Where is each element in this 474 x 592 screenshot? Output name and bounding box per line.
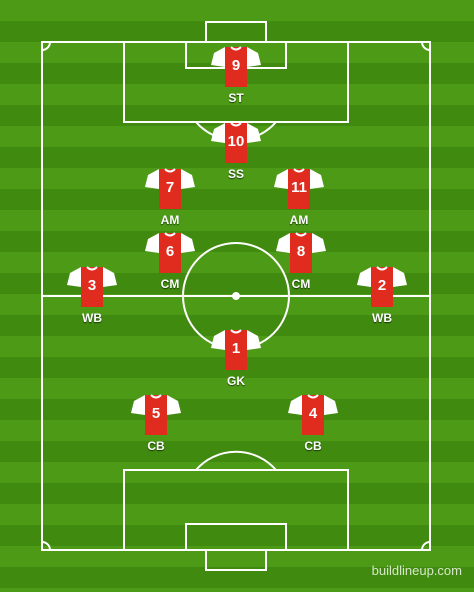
jersey-icon: 10 xyxy=(211,121,261,165)
player-position: ST xyxy=(228,91,244,105)
jersey-icon: 4 xyxy=(288,393,338,437)
jersey-icon: 2 xyxy=(357,265,407,309)
player-number: 1 xyxy=(231,340,241,357)
center-spot xyxy=(232,292,240,300)
jersey-icon: 5 xyxy=(131,393,181,437)
jersey-icon: 7 xyxy=(145,167,195,211)
player-position: WB xyxy=(82,311,102,325)
player-number: 7 xyxy=(165,179,175,196)
player-number: 9 xyxy=(231,57,241,74)
player-position: AM xyxy=(289,213,309,227)
player-number: 6 xyxy=(165,243,175,260)
player-position: CB xyxy=(147,439,165,453)
top-goal xyxy=(205,21,267,43)
player-number: 2 xyxy=(377,277,387,294)
bottom-penalty-area xyxy=(123,469,349,551)
corner-arc-bottom-left xyxy=(41,541,51,551)
corner-arc-top-right xyxy=(421,41,431,51)
top-penalty-area xyxy=(123,41,349,123)
corner-arc-top-left xyxy=(41,41,51,51)
jersey-icon: 3 xyxy=(67,265,117,309)
jersey-icon: 11 xyxy=(274,167,324,211)
bottom-penalty-arc xyxy=(195,450,277,471)
player-position: AM xyxy=(160,213,180,227)
jersey-icon: 9 xyxy=(211,45,261,89)
jersey-icon: 6 xyxy=(145,231,195,275)
player-number: 11 xyxy=(291,179,307,196)
watermark: buildlineup.com xyxy=(371,563,462,578)
player-number: 3 xyxy=(87,277,97,294)
player-position: WB xyxy=(372,311,392,325)
player-position: CM xyxy=(160,277,180,291)
player-number: 5 xyxy=(151,405,161,422)
player-number: 4 xyxy=(308,405,318,422)
player-number: 10 xyxy=(227,133,245,150)
jersey-icon: 8 xyxy=(276,231,326,275)
player-position: GK xyxy=(227,374,245,388)
corner-arc-bottom-right xyxy=(421,541,431,551)
player-position: SS xyxy=(227,167,244,181)
bottom-goal xyxy=(205,549,267,571)
player-position: CB xyxy=(304,439,322,453)
jersey-icon: 1 xyxy=(211,328,261,372)
bottom-goal-area xyxy=(185,523,287,551)
player-position: CM xyxy=(291,277,311,291)
player-number: 8 xyxy=(296,243,306,260)
